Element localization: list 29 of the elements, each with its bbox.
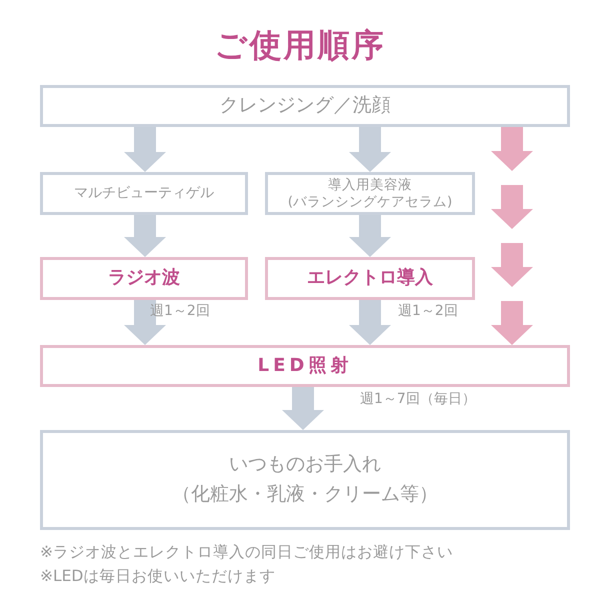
process-box xyxy=(40,85,570,127)
note: ※ラジオ波とエレクトロ導入の同日ご使用はお避け下さい xyxy=(40,542,453,563)
process-box xyxy=(40,430,570,530)
arrow xyxy=(349,300,391,345)
process-box xyxy=(40,172,248,215)
step-label: クレンジング／洗顔 xyxy=(220,94,390,118)
frequency-note: 週1～2回 xyxy=(398,302,458,320)
arrow xyxy=(349,127,391,172)
step-label: エレクトロ導入 xyxy=(307,267,433,290)
note: ※LEDは毎日お使いいただけます xyxy=(40,566,276,587)
step-box xyxy=(40,257,248,300)
arrow xyxy=(491,127,533,345)
arrow xyxy=(124,300,166,345)
step-box xyxy=(40,345,570,387)
step-label: いつものお手入れ xyxy=(229,453,381,477)
step-label: 導入用美容液 (バランシングケアセラム) xyxy=(286,176,454,210)
arrow xyxy=(124,127,166,172)
step-box xyxy=(265,257,475,300)
step-label: ラジオ波 xyxy=(108,267,180,290)
step-label: マルチビューティゲル xyxy=(74,184,214,202)
step-detail: （化粧水・乳液・クリーム等） xyxy=(172,483,438,507)
frequency-note: 週1～2回 xyxy=(150,302,210,320)
frequency-note: 週1～7回（毎日） xyxy=(360,390,476,408)
title: ご使用順序 xyxy=(214,25,386,66)
arrow xyxy=(349,215,391,257)
arrow xyxy=(282,387,324,430)
step-label: LED照射 xyxy=(258,354,352,378)
arrow xyxy=(124,215,166,257)
process-box xyxy=(265,172,475,215)
